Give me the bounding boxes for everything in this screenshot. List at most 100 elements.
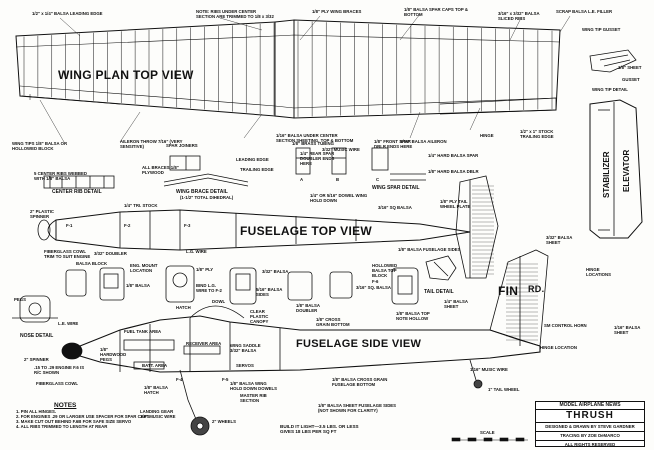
callout: 1/8" BALSA TOP NOTE HOLLOW: [396, 311, 430, 321]
callout: L.G. WIRE: [186, 249, 207, 254]
callout: 1/8" BALSA SPAR CAPS TOP & BOTTOM: [404, 7, 468, 17]
callout: 1/8" BALSA DOUBLER: [296, 303, 320, 313]
scale-label: SCALE: [480, 430, 495, 435]
callout: 5 CENTER RIBS WEBBED WITH 1/8" BALSA: [34, 171, 87, 181]
detail-heading: WING SPAR DETAIL: [372, 185, 420, 191]
callout: GUSSET: [622, 77, 640, 82]
former-label: F-3: [184, 223, 191, 228]
callout: WING TIPS 1/8" BALSA OR HOLLOWED BLOCK: [12, 141, 68, 151]
spar-detail: [295, 147, 426, 181]
former-label: F-1: [66, 223, 73, 228]
former-label: F-4: [176, 377, 183, 382]
callout: HINGE: [480, 133, 494, 138]
wing-plan-view: [15, 19, 561, 119]
callout: 2" PLASTIC SPINNER: [30, 209, 55, 219]
callout: 1" TAIL WHEEL: [488, 387, 520, 392]
callout: 1/8" BALSA HATCH: [144, 385, 168, 395]
detail-heading: TAIL DETAIL: [424, 289, 454, 295]
callout: 1/8" PLY TAIL WHEEL PLATE: [440, 199, 471, 209]
nose-detail: [12, 295, 58, 323]
callout: SCRAP BALSA L.E. FILLER: [556, 9, 613, 14]
callout: L.E. WIRE: [58, 321, 79, 326]
magazine-name: MODEL AIRPLANE NEWS: [536, 402, 644, 410]
callout: HOLLOWED BALSA TOP BLOCK: [372, 263, 398, 278]
callout: 1/8" SHEET: [618, 65, 642, 70]
callout: SPAR JOINERS: [166, 143, 198, 148]
note-item: 2. FOR ENGINES .29 OR LARGER USE SPACER …: [16, 414, 150, 420]
callout: 1/8" HARD BALSA DBLR: [428, 169, 479, 174]
build-note: BUILD IT LIGHT—3.5 LBS. OR LESS GIVES 18…: [280, 424, 359, 435]
callout: LEADING EDGE: [236, 157, 269, 162]
callout: 1/2" x 1/4" BALSA LEADING EDGE: [32, 11, 103, 16]
callout: 1/4" BALSA SHEET: [444, 299, 468, 309]
stabilizer-elevator-view: [589, 99, 643, 239]
callout: HATCH: [176, 305, 191, 310]
tracing-credit: TRACING BY ZOE DeMARCO: [536, 432, 644, 441]
callout: TRAILING EDGE: [240, 167, 274, 172]
callout: 3/16" SQ. BALSA: [356, 285, 391, 290]
callout: 1/8" PLY: [196, 267, 214, 272]
callout: ENG. MOUNT LOCATION: [130, 263, 158, 273]
callout: 1/8" BALSA SHEET FUSELAGE SIDES (NOT SHO…: [318, 403, 397, 413]
callout: HINGE LOCATION: [540, 345, 577, 350]
rib-label: C: [376, 177, 380, 182]
fuselage-side-view: [74, 249, 549, 425]
callout: ALL BRACES 1/8" PLYWOOD: [142, 165, 179, 175]
wing-tip-detail: [589, 49, 637, 73]
callout: 1/8" CROSS GRAIN BOTTOM: [316, 317, 350, 327]
callout: CLEAR PLASTIC CANOPY: [250, 309, 269, 324]
stabilizer-label: STABILIZER: [602, 151, 611, 198]
detail-heading: CENTER RIB DETAIL: [52, 189, 102, 195]
note-item: 1. PIN ALL HINGES.: [16, 409, 57, 414]
callout: 3/32" BALSA SHEET: [546, 235, 573, 245]
callout: 5/16" BALSA AILERON: [400, 139, 447, 144]
callout: 1/4" OR 5/16" DOWEL WING HOLD DOWN: [310, 193, 368, 203]
title-block: MODEL AIRPLANE NEWS THRUSH DESIGNED & DR…: [535, 401, 645, 447]
detail-heading: WING BRACE DETAIL: [176, 189, 228, 195]
callout: HINGE LOCATIONS: [586, 267, 611, 277]
spinner-top: [37, 219, 51, 241]
callout: 1/16" BALSA UNDER CENTER SECTION SHEETIN…: [276, 133, 354, 143]
rights-notice: ALL RIGHTS RESERVED: [564, 442, 616, 447]
callout: 5/16" BALSA SIDES: [256, 287, 283, 297]
callout: 1/8" BALSA WING HOLD DOWN DOWELS: [230, 381, 278, 391]
notes-panel: NOTES 1. PIN ALL HINGES. 2. FOR ENGINES …: [16, 402, 150, 430]
note-item: 4. ALL RIBS TRIMMED TO LENGTH AT REAR: [16, 424, 108, 430]
center-rib-detail: [43, 175, 115, 189]
rudder-label: RD.: [528, 284, 545, 294]
callout: FIBERGLASS COWL TRIM TO SUIT ENGINE: [44, 249, 91, 259]
former-label: F-2: [124, 223, 131, 228]
callout: 1/8" BALSA: [126, 283, 151, 288]
callout: 3/32" BALSA: [262, 269, 289, 274]
rib-label: A: [300, 177, 304, 182]
callout: 2" SPINNER: [24, 357, 49, 362]
callout: MASTER RIB SECTION: [240, 393, 267, 403]
callout: 1/8" FRONT SPAR DBLR ENDS HERE: [374, 139, 413, 149]
spinner-side: [61, 342, 83, 360]
rib-label: B: [336, 177, 340, 182]
fuselage-top-view: [47, 175, 499, 279]
callout: 3/16" x 3/32" BALSA SLICED RIBS: [498, 11, 540, 21]
callout: WING TIP GUSSET: [582, 27, 621, 32]
callout: 1/4" TRI. STOCK: [124, 203, 158, 208]
callout: 1/16" MUSIC WIRE: [470, 367, 508, 372]
tail-wheel: [473, 379, 483, 389]
callout: 1/8" BRASS TUBING: [292, 141, 334, 146]
fin-label: FIN: [498, 284, 519, 298]
elevator-label: ELEVATOR: [622, 149, 631, 192]
callout: PEGS: [14, 297, 26, 302]
callout: NOTE: RIBS UNDER CENTER SECTION ARE TRIM…: [196, 9, 274, 19]
callout: AILERON THROW 7/16" (VERY SENSITIVE): [120, 139, 183, 149]
designer-credit: DESIGNED & DRAWN BY STEVE GARDNER: [536, 423, 644, 432]
callout: BIND L.G. WIRE TO F-2: [196, 283, 222, 293]
wing-plan-title: WING PLAN TOP VIEW: [58, 68, 194, 82]
notes-title: NOTES: [54, 402, 77, 409]
wing-brace-detail: [163, 155, 249, 187]
tail-detail: [425, 255, 457, 281]
callout: 1/2" x 1" STOCK TRAILING EDGE: [520, 129, 554, 139]
note-item: 3. MAKE CUT OUT BEHIND F.6B FOR SAFE SIZ…: [16, 419, 132, 425]
callout: .15 TO .29 ENGINE F.6 IS R/C SHOWN: [34, 365, 85, 375]
callout: 1/8" BALSA CROSS GRAIN FUSELAGE BOTTOM: [332, 377, 388, 387]
